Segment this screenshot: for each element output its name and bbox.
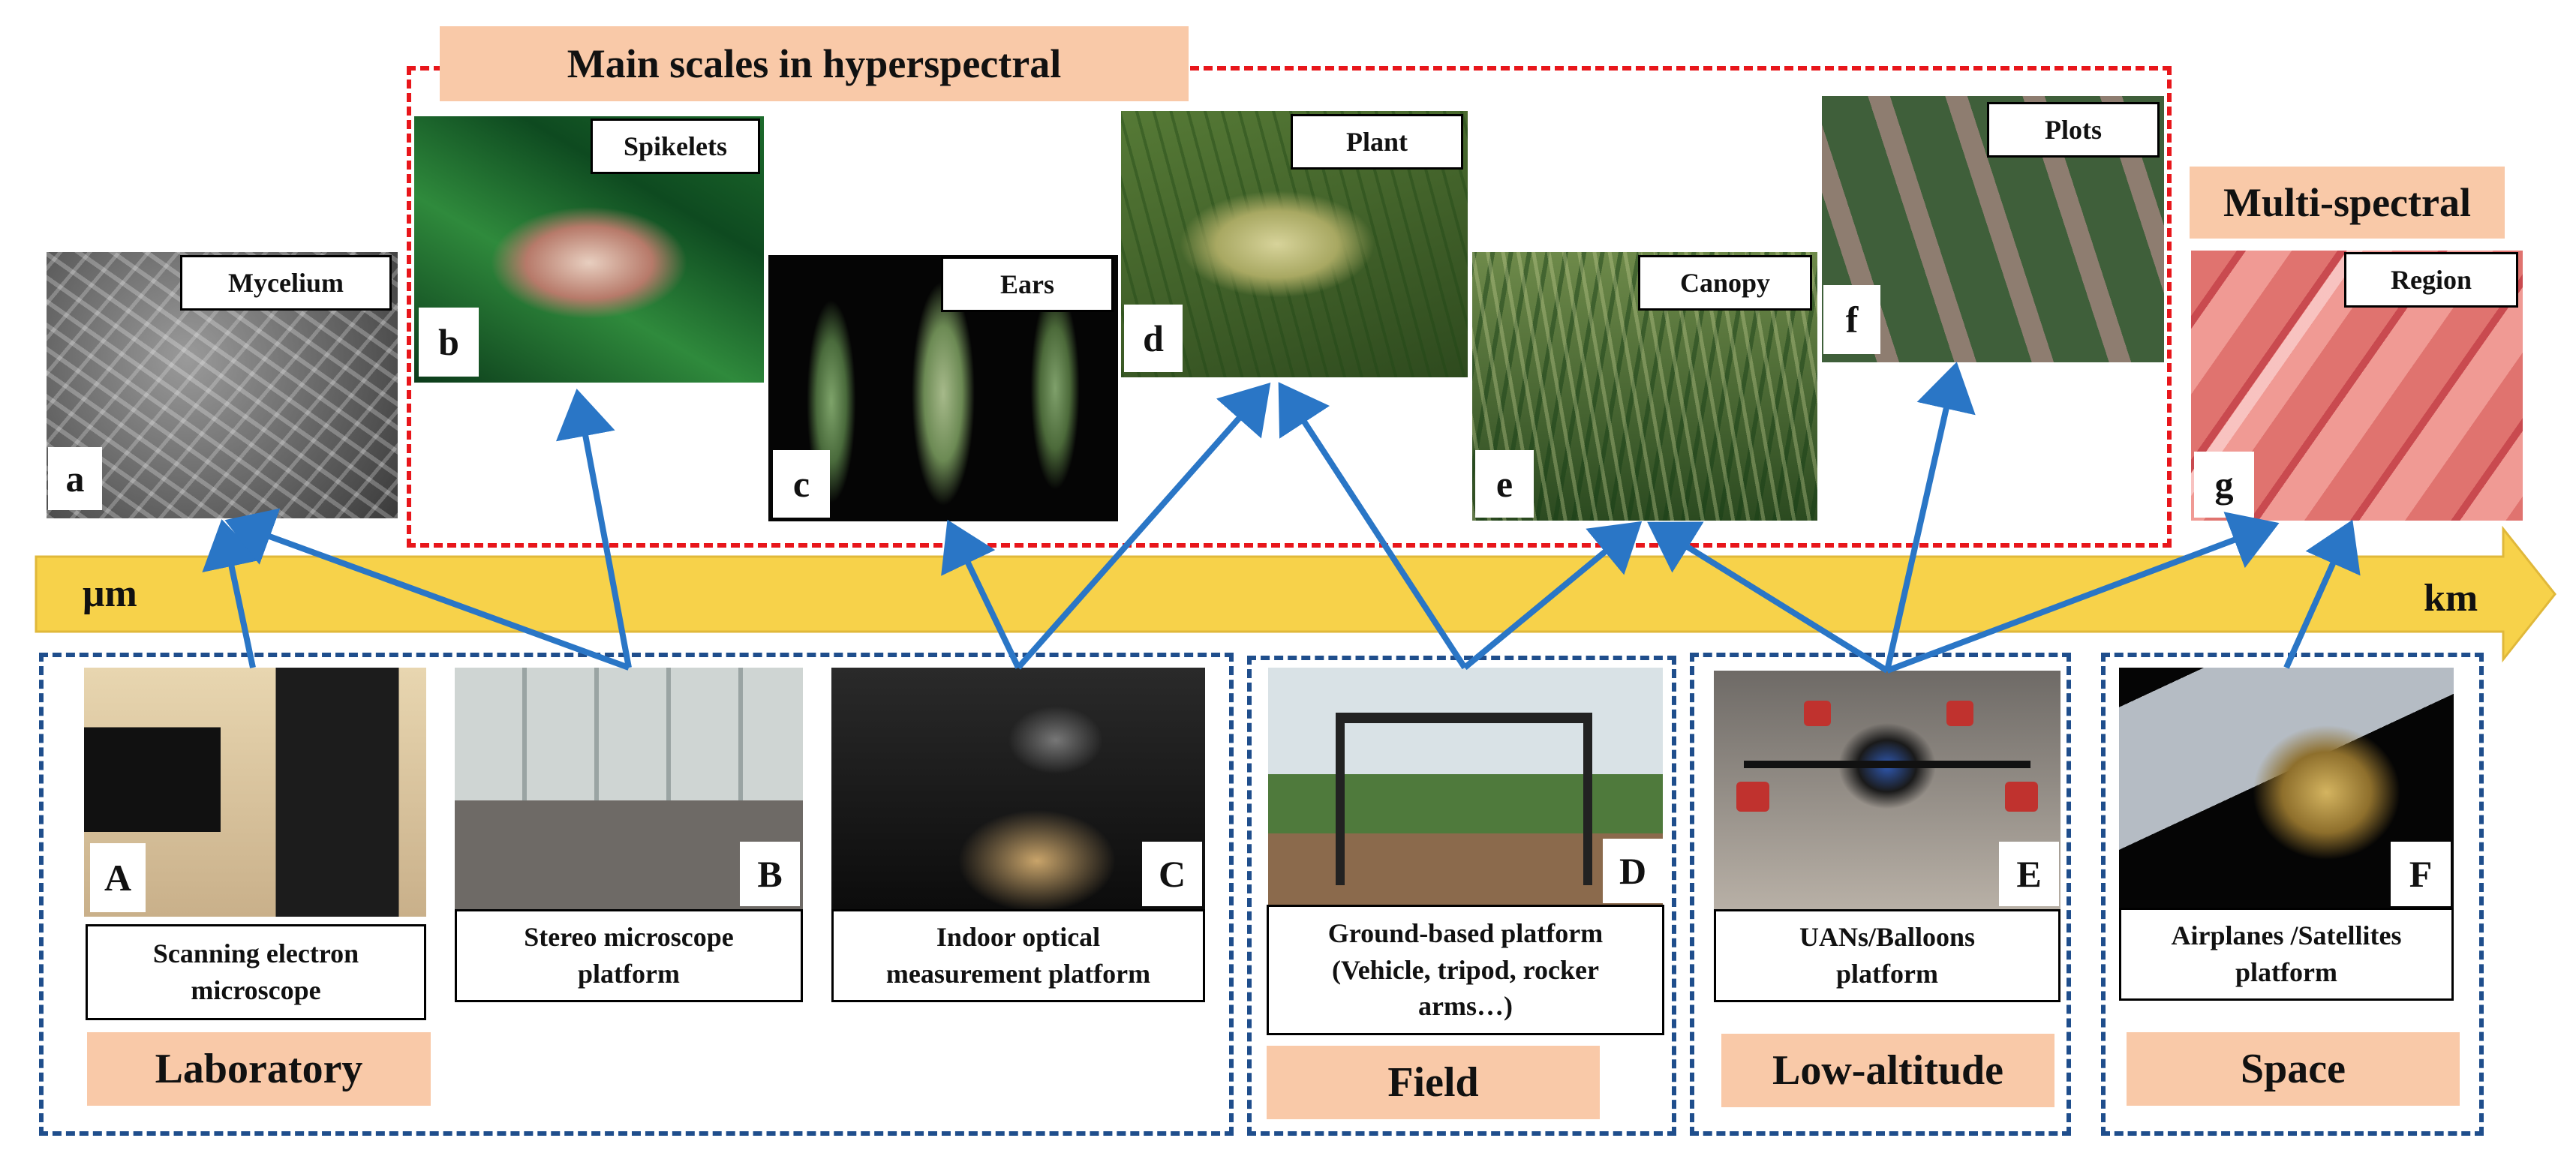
caption-line: measurement platform <box>885 959 1151 989</box>
arrow-d-to-canopy <box>1462 521 1643 671</box>
arrow-b-to-spikelets <box>555 389 632 668</box>
platform-caption-indoor: Indoor optical measurement platform <box>831 909 1205 1002</box>
scale-label-canopy: Canopy <box>1638 255 1812 311</box>
arrow-b-to-mycelium <box>224 508 630 671</box>
multispectral-header: Multi-spectral <box>2190 167 2505 239</box>
low-altitude-group-box <box>1690 653 2071 1136</box>
caption-line: arms…) <box>1418 991 1513 1022</box>
group-label-space: Space <box>2127 1032 2460 1106</box>
scale-label-mycelium: Mycelium <box>180 255 392 311</box>
arrow-c-to-ears <box>941 519 1021 669</box>
platform-letter-f: F <box>2391 842 2451 906</box>
platform-caption-uav: UANs/Balloons platform <box>1714 909 2060 1002</box>
scale-label-spikelets: Spikelets <box>591 119 760 174</box>
platform-letter-e: E <box>1999 842 2059 906</box>
platform-caption-satellite: Airplanes /Satellites platform <box>2119 908 2454 1001</box>
group-label-laboratory: Laboratory <box>87 1032 431 1106</box>
arrow-e-to-canopy <box>1647 521 1889 674</box>
arrow-d-to-plant <box>1278 382 1468 670</box>
ground-based-photo <box>1268 668 1663 905</box>
caption-line: platform <box>578 959 680 989</box>
scale-label-plant: Plant <box>1291 114 1463 170</box>
scale-label-ears: Ears <box>941 257 1114 312</box>
hyperspectral-header: Main scales in hyperspectral <box>440 26 1189 101</box>
scale-letter-a: a <box>48 447 102 510</box>
scale-letter-f: f <box>1823 285 1880 354</box>
axis-left-label: μm <box>83 572 137 615</box>
group-label-low-altitude: Low-altitude <box>1721 1034 2054 1107</box>
laboratory-group-box <box>39 653 1234 1136</box>
arrow-e-to-region <box>1886 512 2280 674</box>
scale-axis-arrow <box>35 525 2556 663</box>
scale-label-plots: Plots <box>1987 102 2160 158</box>
arrow-e-to-plots <box>1884 362 1976 671</box>
axis-right-label: km <box>2424 577 2478 620</box>
caption-line: Ground-based platform <box>1327 918 1604 949</box>
caption-line: Scanning electron <box>152 938 359 969</box>
caption-line: platform <box>2235 957 2337 987</box>
caption-line: UANs/Balloons <box>1799 922 1976 953</box>
scale-letter-b: b <box>419 308 479 377</box>
scale-letter-c: c <box>773 450 830 518</box>
platform-letter-d: D <box>1603 839 1663 903</box>
platform-letter-a: A <box>90 843 146 912</box>
arrow-f-to-region <box>2283 519 2361 669</box>
caption-line: (Vehicle, tripod, rocker <box>1332 954 1599 985</box>
scale-letter-e: e <box>1475 450 1534 518</box>
caption-line: Airplanes /Satellites <box>2171 920 2402 951</box>
platform-caption-stereo: Stereo microscope platform <box>455 909 803 1002</box>
hyperspectral-scale-box <box>407 66 2172 548</box>
scale-letter-d: d <box>1124 305 1183 372</box>
caption-line: microscope <box>191 975 321 1005</box>
arrow-a-to-mycelium <box>202 519 261 668</box>
caption-line: platform <box>1836 959 1938 989</box>
arrow-c-to-plant <box>1016 383 1271 670</box>
platform-letter-b: B <box>740 842 800 906</box>
platform-caption-sem: Scanning electron microscope <box>86 924 426 1020</box>
group-label-field: Field <box>1267 1046 1600 1119</box>
scale-label-region: Region <box>2344 252 2518 308</box>
platform-letter-c: C <box>1142 842 1202 906</box>
scale-letter-g: g <box>2194 452 2254 518</box>
caption-line: Stereo microscope <box>524 922 734 953</box>
caption-line: Indoor optical <box>936 922 1101 953</box>
platform-caption-ground: Ground-based platform (Vehicle, tripod, … <box>1267 905 1664 1035</box>
